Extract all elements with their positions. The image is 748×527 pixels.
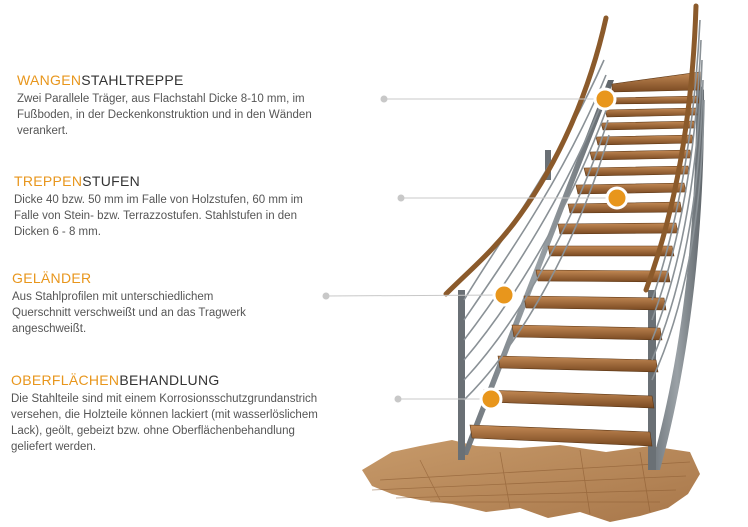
description-line: geliefert werden. [11,441,97,453]
description-line: Falle von Stein- bzw. Terrazzostufen. St… [14,210,297,222]
description-line: Lack), geölt, gebeizt bzw. ohne Oberfläc… [11,425,295,437]
section-title: OBERFLÄCHENBEHANDLUNG [11,372,318,388]
description-line: Zwei Parallele Träger, aus Flachstahl Di… [17,93,305,105]
section-title: WANGENSTAHLTREPPE [17,72,312,88]
title-rest: STUFEN [82,173,141,189]
railing-post [458,290,465,460]
section-description: Zwei Parallele Träger, aus Flachstahl Di… [17,91,312,139]
description-line: Dicken 6 - 8 mm. [14,226,101,238]
hotspot-marker-railing[interactable] [492,283,516,307]
description-line: Dicke 40 bzw. 50 mm im Falle von Holzstu… [14,194,303,206]
leader-start-dot [397,194,405,202]
description-line: Die Stahlteile sind mit einem Korrosions… [11,393,318,405]
section-title: GELÄNDER [12,270,246,286]
title-highlight: TREPPEN [14,173,83,189]
description-line: Querschnitt verschweißt und an das Tragw… [12,307,246,319]
railing-bars [463,59,610,401]
title-highlight: WANGEN [17,72,82,88]
leader-lines [325,98,617,400]
description-line: Fußboden, in der Deckenkonstruktion und … [17,109,312,121]
hotspot-marker-steps[interactable] [605,186,629,210]
description-line: verankert. [17,125,69,137]
wood-floor [362,440,700,522]
description-line: angeschweißt. [12,323,87,335]
info-section-surface: OBERFLÄCHENBEHANDLUNG Die Stahlteile sin… [11,372,318,455]
leader-start-dot [380,95,388,103]
section-description: Aus Stahlprofilen mit unterschiedlichem … [12,289,246,337]
section-description: Die Stahlteile sind mit einem Korrosions… [11,391,318,455]
hotspot-marker-stringer[interactable] [593,87,617,111]
section-title: TREPPENSTUFEN [14,173,303,189]
info-section-railing: GELÄNDER Aus Stahlprofilen mit unterschi… [12,270,246,337]
leader-start-dot [394,395,402,403]
hotspot-marker-surface[interactable] [479,387,503,411]
title-rest: STAHLTREPPE [81,72,184,88]
title-highlight: GELÄNDER [12,270,92,286]
railing-post [545,150,551,180]
handrail-left [443,15,609,297]
handrail-right [643,3,699,293]
title-rest: BEHANDLUNG [119,372,220,388]
leader-start-dot [322,292,330,300]
section-description: Dicke 40 bzw. 50 mm im Falle von Holzstu… [14,192,303,240]
wooden-steps [469,71,701,447]
description-line: Aus Stahlprofilen mit unterschiedlichem [12,291,214,303]
title-highlight: OBERFLÄCHEN [11,372,120,388]
description-line: versehen, die Holzteile können lackiert … [11,409,318,421]
info-section-steps: TREPPENSTUFEN Dicke 40 bzw. 50 mm im Fal… [14,173,303,240]
info-section-stringer: WANGENSTAHLTREPPE Zwei Parallele Träger,… [17,72,312,139]
railing-bars [651,19,705,381]
